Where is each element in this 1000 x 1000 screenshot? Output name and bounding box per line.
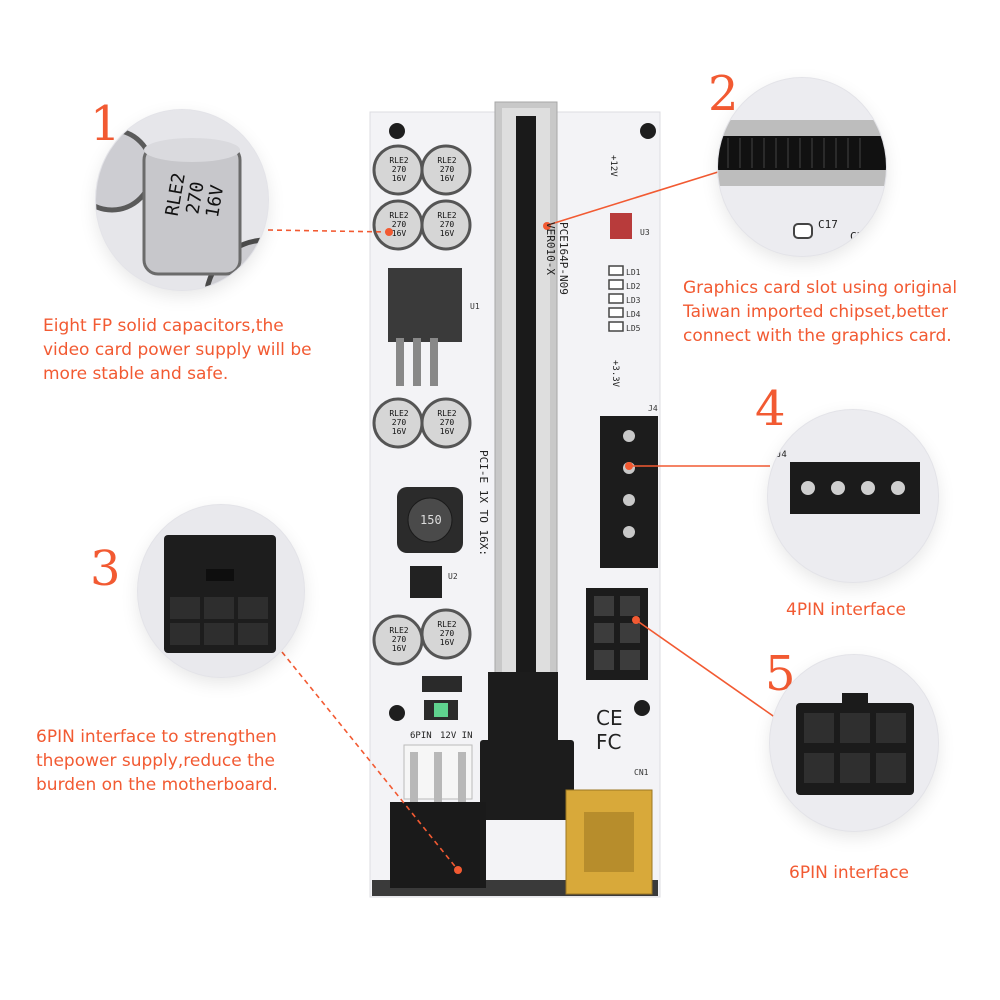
regulator-pin xyxy=(413,338,421,386)
slot-latch xyxy=(488,672,558,752)
ref-u3: U3 xyxy=(640,228,650,237)
callout-caption-4: 4PIN interface xyxy=(786,600,907,620)
led-label: LD5 xyxy=(626,324,641,333)
label-6pin: 6PIN xyxy=(410,731,432,741)
callout-caption-2: Graphics card slot using original Taiwan… xyxy=(683,278,958,346)
zoom-ref-j4: J4 xyxy=(776,450,787,460)
led-label: LD1 xyxy=(626,268,641,277)
mounting-hole xyxy=(634,700,650,716)
zoom-circle-slot: C17 C3 xyxy=(718,78,886,256)
zoom-capacitor-marking: RLE2 270 16V xyxy=(161,171,229,220)
led-label: LD4 xyxy=(626,310,641,319)
callout-caption-5: 6PIN interface xyxy=(789,863,910,883)
zoom-circle-6pin-pcie xyxy=(770,655,938,831)
board-model-line1: PCE164P-N09 xyxy=(557,222,570,295)
regulator-pin xyxy=(430,338,438,386)
capacitor-group-top xyxy=(372,144,472,251)
ce-mark: CE xyxy=(596,706,623,730)
board-model-line2: VER010-X xyxy=(544,222,557,275)
regulator-pin xyxy=(396,338,404,386)
zoom-circle-capacitor: RLE2 270 16V xyxy=(96,110,268,290)
header-pin xyxy=(410,752,418,804)
ref-j4: J4 xyxy=(648,404,658,413)
mounting-hole xyxy=(640,123,656,139)
usb-connector-housing xyxy=(480,740,574,820)
board-model-label: PCE164P-N09 VER010-X xyxy=(544,222,570,295)
callout-number-3: 3 xyxy=(90,541,121,597)
zoom-ref-c17: C17 xyxy=(818,218,838,231)
capacitor xyxy=(420,397,472,449)
leader-dots xyxy=(385,222,640,874)
label-3-3v: +3.3V xyxy=(610,360,620,388)
leader-lines xyxy=(267,171,777,871)
inductor-value: 150 xyxy=(420,513,442,527)
callout-caption-1: Eight FP solid capacitors,the video card… xyxy=(43,316,312,384)
six-pin-input-connector xyxy=(390,802,486,888)
zoom-circle-4pin: J4 xyxy=(768,410,938,582)
led-labels: LD1 LD2 LD3 LD4 LD5 xyxy=(626,266,640,336)
ref-cn1: CN1 xyxy=(634,768,649,777)
label-12v-in: 12V IN xyxy=(440,731,473,741)
header-pin xyxy=(458,752,466,804)
mounting-hole xyxy=(389,705,405,721)
zoom-circle-6pin-input xyxy=(138,505,304,677)
fc-mark: FC xyxy=(596,730,622,754)
led-label: LD3 xyxy=(626,296,641,305)
slot-label: PCI-E 1X TO 16X: xyxy=(477,450,490,556)
indicator-leds xyxy=(608,265,624,332)
zoom-ref-c3: C3 xyxy=(850,230,864,243)
callout-caption-3: 6PIN interface to strengthen thepower su… xyxy=(36,727,278,795)
label-12v: +12V xyxy=(608,155,618,177)
led-label: LD2 xyxy=(626,282,641,291)
ref-u1: U1 xyxy=(470,302,480,311)
voltage-regulator xyxy=(388,268,462,342)
ref-u2: U2 xyxy=(448,572,458,581)
capacitor xyxy=(420,608,472,660)
pcie-slot-opening xyxy=(516,116,536,770)
mosfet-chip xyxy=(610,213,632,239)
mounting-hole xyxy=(389,123,405,139)
fuse xyxy=(422,676,462,692)
chip-u2 xyxy=(410,566,442,598)
header-pin xyxy=(434,752,442,804)
